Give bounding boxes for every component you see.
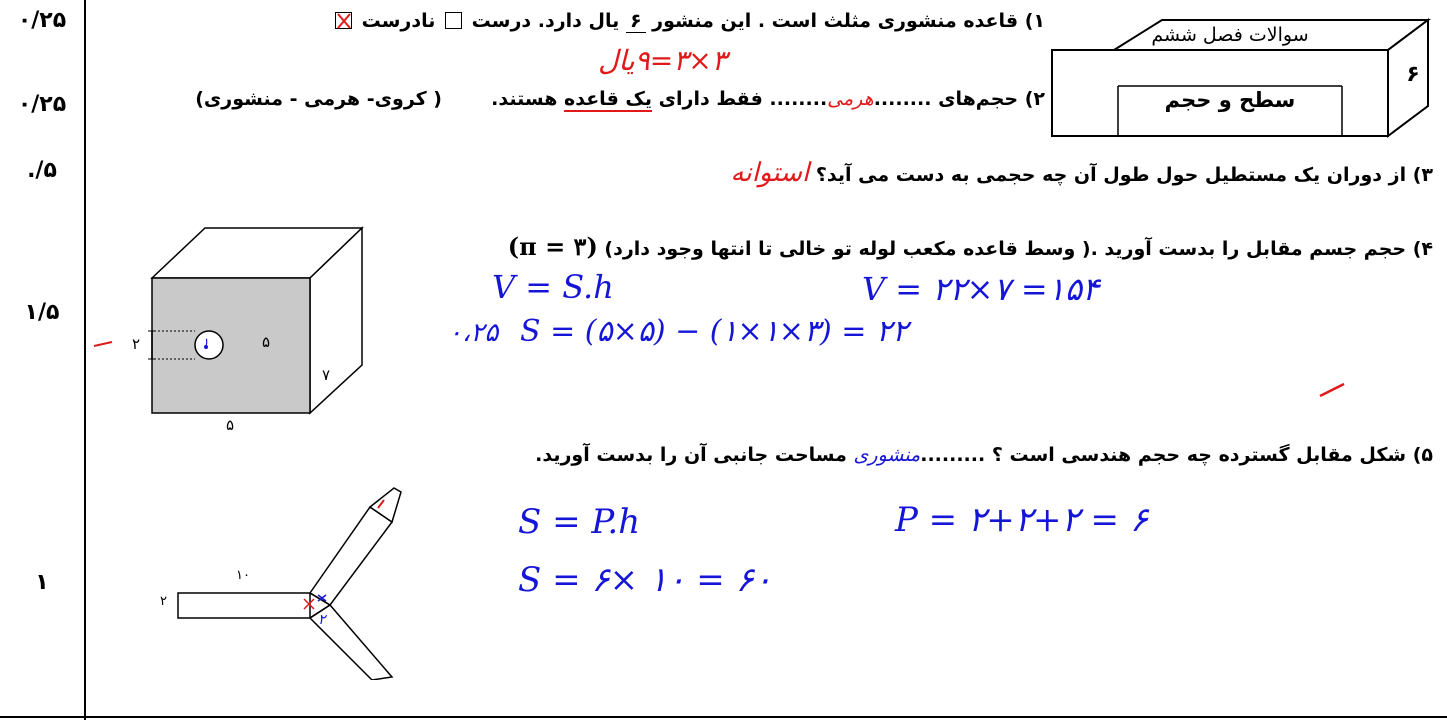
q5-label-mark: ۲ <box>318 612 326 628</box>
score-column-divider <box>84 0 86 720</box>
question-5: ۵) شکل مقابل گسترده چه حجم هندسی است ؟ .… <box>535 444 1433 466</box>
red-tick-icon <box>1319 382 1345 398</box>
score-q1: ۰/۲۵ <box>17 8 67 33</box>
q1-text: ۱) قاعده منشوری مثلث است . این منشور <box>652 10 1045 32</box>
q5-label-length: ۱۰ <box>236 568 250 583</box>
q4-figure-box <box>150 226 364 415</box>
q1-false-label: نادرست <box>361 10 436 32</box>
q4-work-3-prefix: ۰،۲۵ <box>448 318 499 348</box>
q2-dots-2: ........ <box>769 88 828 110</box>
q4-text: ۴) حجم جسم مقابل را بدست آورید .( وسط قا… <box>604 238 1433 260</box>
q4-red-margin-mark <box>93 341 113 347</box>
q1-true-label: درست <box>471 10 532 32</box>
question-3: ۳) از دوران یک مستطیل حول طول آن چه حجمی… <box>731 158 1433 188</box>
q5-work-1: S = P.h <box>518 502 641 542</box>
q4-work-2: V = ۲۲×۷ =۱۵۴ <box>862 270 1100 308</box>
question-1: ۱) قاعده منشوری مثلث است . این منشور ۶ ی… <box>332 10 1045 33</box>
q4-label-side-b: ۷ <box>322 366 331 384</box>
q4-label-side-a: ۵ <box>262 333 271 351</box>
q4-work-3: S = (۵×۵) − (۱×۱×۳) = ۲۲ <box>520 314 909 349</box>
q4-work-1: V = S.h <box>492 268 614 306</box>
chapter-subtitle: سطح و حجم <box>1164 88 1296 112</box>
q5-answer: منشوری <box>853 444 921 466</box>
chapter-number: ۶ <box>1406 62 1420 87</box>
q5-work-2: P = ۲+۲+۲ = ۶ <box>895 500 1149 540</box>
score-q3: ./۵ <box>27 158 57 183</box>
q4-label-hole-note: ۱ <box>202 336 209 351</box>
q3-text: ۳) از دوران یک مستطیل حول طول آن چه حجمی… <box>815 164 1433 186</box>
question-4: ۴) حجم جسم مقابل را بدست آورید .( وسط قا… <box>508 232 1433 261</box>
q2-options: ( کروی- هرمی - منشوری) <box>195 88 442 110</box>
q5-label-width: ۲ <box>160 594 167 609</box>
q1-blank: ۶ <box>625 10 646 33</box>
q1-true-checkbox[interactable] <box>445 12 463 29</box>
score-q5: ۱ <box>35 570 49 595</box>
q4-hole-leader <box>148 330 156 360</box>
q2-mid: فقط دارای <box>658 88 763 110</box>
chapter-box <box>1051 18 1431 138</box>
q1-tail: یال دارد. <box>537 10 620 32</box>
q2-prefix: ۲) حجم‌های <box>938 88 1045 110</box>
score-q2: ۰/۲۵ <box>17 92 67 117</box>
question-2: ۲) حجم‌های ........هرمی........ فقط دارا… <box>491 88 1045 112</box>
q1-answer-note: ۳×۳=۹یال <box>598 44 727 77</box>
q2-underlined: یک قاعده <box>564 88 652 112</box>
q5-text-b: مساحت جانبی آن را بدست آورید. <box>535 444 847 466</box>
q2-dots-1: ........ <box>873 88 932 110</box>
score-q4: ۱/۵ <box>24 300 60 325</box>
q2-suffix: هستند. <box>491 88 558 110</box>
bottom-border <box>0 716 1447 718</box>
q5-figure-net <box>177 487 402 680</box>
cross-mark-icon <box>337 13 351 29</box>
q4-label-side-c: ۵ <box>226 416 235 434</box>
q2-answer: هرمی <box>827 88 874 110</box>
q5-work-3: S = ۶× ۱۰ = ۶۰ <box>518 560 773 600</box>
q4-pi-note: (π = ۳) <box>507 232 598 261</box>
q4-label-hole: ۲ <box>132 335 141 353</box>
q3-answer: استوانه <box>730 158 810 188</box>
q1-false-checkbox[interactable] <box>335 12 352 29</box>
chapter-title: سوالات فصل ششم <box>1151 24 1309 46</box>
q5-text-a: ۵) شکل مقابل گسترده چه حجم هندسی است ؟ <box>991 444 1433 466</box>
q5-dots: ......... <box>920 444 986 466</box>
